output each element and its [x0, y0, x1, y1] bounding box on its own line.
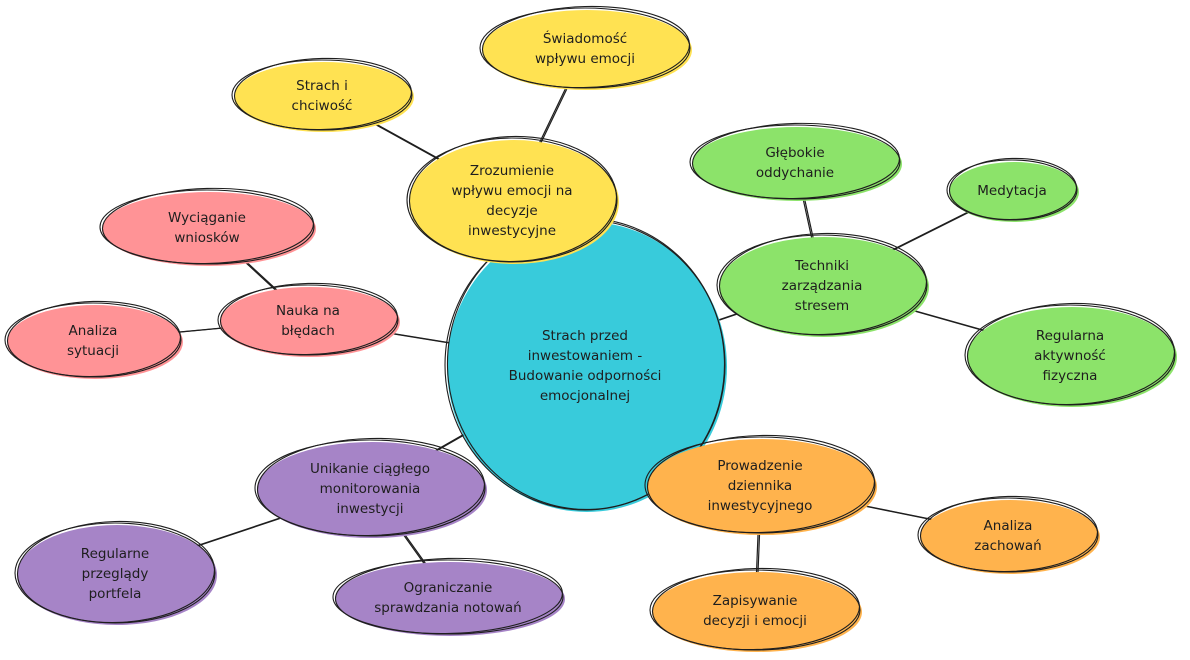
node-label-line: aktywność: [1034, 348, 1106, 364]
node-label-line: zachowań: [974, 538, 1041, 554]
node-outline-sketch: [233, 57, 412, 131]
node-fill: [692, 127, 902, 201]
node-label-line: oddychanie: [756, 165, 834, 181]
node-outline-sketch: [948, 157, 1078, 221]
node-zapisywanie[interactable]: Zapisywanie decyzji i emocji: [649, 566, 862, 652]
node-label-line: inwestycji: [337, 501, 404, 517]
node-label-line: emocjonalnej: [540, 388, 630, 404]
node-outline-sketch: [16, 520, 215, 624]
node-label-line: wpływu emocji na: [451, 183, 572, 199]
node-fill: [7, 305, 183, 379]
node-nauka[interactable]: Nauka na błędach: [217, 281, 400, 357]
node-label-line: inwestowaniem -: [528, 348, 643, 364]
node-label-line: portfela: [89, 586, 142, 602]
node-medytacja[interactable]: Medytacja: [946, 157, 1079, 222]
node-label-line: Nauka na: [276, 303, 340, 319]
node-fill: [234, 62, 414, 132]
node-label-line: dziennika: [728, 478, 792, 494]
node-label-line: wpływu emocji: [535, 51, 635, 67]
node-label-line: Świadomość: [543, 29, 627, 47]
node-label-line: stresem: [795, 298, 849, 314]
node-techniki[interactable]: Techniki zarządzania stresem: [716, 231, 929, 337]
node-label-line: Zrozumienie: [470, 163, 554, 179]
node-label-line: przeglądy: [82, 566, 149, 582]
node-outline-sketch: [646, 434, 875, 534]
node-label-line: błędach: [281, 323, 335, 339]
node-fill: [920, 500, 1100, 574]
node-strach-chciwosc[interactable]: Strach i chciwość: [231, 56, 414, 132]
node-label-line: Analiza: [984, 518, 1033, 534]
node-fill: [719, 237, 929, 337]
node-outline-sketch: [651, 567, 860, 651]
node-unikanie[interactable]: Unikanie ciągłego monitorowania inwestycji: [254, 436, 487, 539]
node-zrozumienie[interactable]: Zrozumienie wpływu emocji na decyzje inwest…: [406, 134, 619, 264]
node-fill: [647, 439, 877, 535]
node-fill: [409, 140, 619, 264]
node-wnioski[interactable]: Wyciąganie wniosków: [99, 186, 316, 266]
node-label-line: Unikanie ciągłego: [310, 461, 430, 477]
node-label-line: Strach przed: [542, 328, 628, 344]
nodes-layer: Strach przed inwestowaniem - Budowanie odp…: [4, 4, 1177, 652]
node-label-line: sytuacji: [67, 343, 119, 359]
node-outline-sketch: [6, 300, 181, 378]
node-outline-sketch: [718, 232, 927, 336]
node-label-line: Analiza: [69, 323, 118, 339]
node-label-line: Regularne: [81, 546, 149, 562]
node-analiza-zachowan[interactable]: Analiza zachowań: [917, 494, 1100, 574]
node-label-line: Wyciąganie: [168, 210, 246, 226]
node-fill: [447, 222, 727, 512]
node-outline-sketch: [691, 122, 900, 200]
node-label-line: inwestycyjne: [468, 223, 556, 239]
node-fill: [967, 307, 1177, 407]
node-label-line: Regularna: [1036, 328, 1104, 344]
node-outline-sketch: [919, 495, 1098, 573]
node-aktywnosc[interactable]: Regularna aktywność fizyczna: [964, 301, 1177, 407]
node-fill: [17, 525, 217, 625]
node-fill: [652, 572, 862, 652]
node-label-line: chciwość: [292, 98, 353, 114]
node-label-line: Techniki: [794, 258, 849, 274]
node-przeglady[interactable]: Regularne przeglądy portfela: [14, 519, 217, 625]
node-outline-sketch: [408, 135, 618, 263]
node-label-line: sprawdzania notowań: [374, 600, 522, 616]
node-label-line: Zapisywanie: [713, 593, 798, 609]
node-outline-sketch: [966, 302, 1175, 406]
node-fill: [335, 562, 565, 636]
node-label-line: Głębokie: [765, 145, 824, 161]
node-outline-sketch: [481, 5, 690, 89]
node-label-line: Prowadzenie: [717, 458, 802, 474]
node-label-line: Ograniczanie: [404, 580, 493, 596]
node-outline-sketch: [334, 557, 563, 635]
node-fill: [102, 192, 316, 266]
node-label-line: Medytacja: [977, 183, 1047, 199]
node-swiadomosc[interactable]: Świadomość wpływu emocji: [479, 4, 692, 90]
node-label-line: wniosków: [174, 230, 239, 246]
node-fill: [949, 162, 1079, 222]
node-outline-sketch: [256, 437, 485, 537]
node-dziennik[interactable]: Prowadzenie dziennika inwestycyjnego: [644, 433, 877, 536]
node-fill: [220, 287, 400, 357]
node-outline-sketch: [101, 187, 314, 265]
node-glebokie[interactable]: Głębokie oddychanie: [689, 121, 902, 201]
node-fill: [482, 10, 692, 90]
node-center[interactable]: Strach przed inwestowaniem - Budowanie odp…: [444, 215, 729, 513]
node-label-line: fizyczna: [1043, 368, 1098, 384]
node-label-line: Strach i: [296, 78, 348, 94]
node-label-line: zarządzania: [782, 278, 863, 294]
node-label-line: decyzji i emocji: [703, 613, 807, 629]
node-fill: [257, 442, 487, 538]
node-outline-sketch: [219, 282, 398, 356]
node-label-line: Budowanie odporności: [509, 368, 662, 384]
node-label-line: decyzje: [486, 203, 537, 219]
node-label-line: monitorowania: [320, 481, 421, 497]
node-label-line: inwestycyjnego: [708, 498, 813, 514]
node-analiza-sytuacji[interactable]: Analiza sytuacji: [4, 299, 183, 379]
node-ograniczanie[interactable]: Ograniczanie sprawdzania notowań: [332, 556, 565, 637]
